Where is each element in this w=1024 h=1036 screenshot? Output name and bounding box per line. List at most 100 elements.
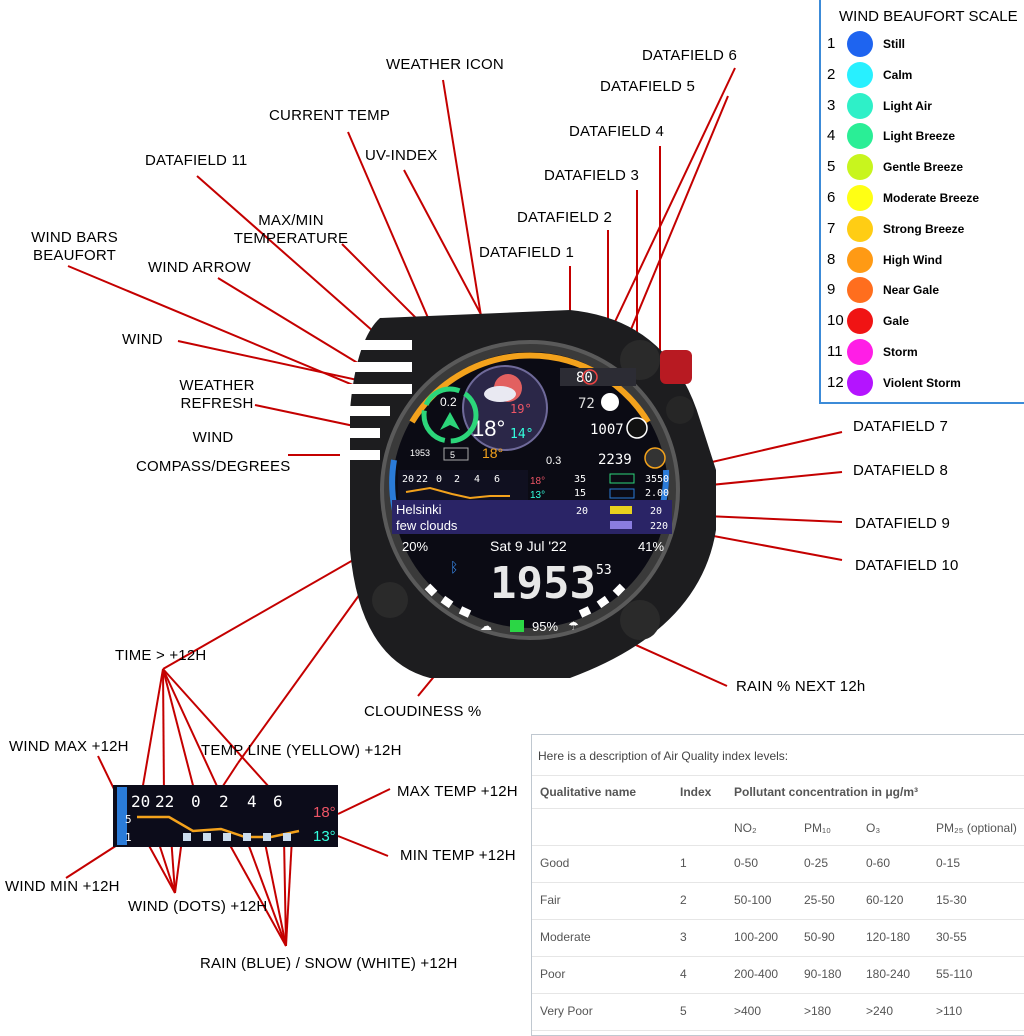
aqi-row-value: 50-90: [804, 930, 835, 944]
aqi-row-value: 0-60: [866, 856, 891, 870]
label-datafield-4: DATAFIELD 4: [569, 123, 664, 140]
beaufort-name: Gale: [883, 314, 910, 329]
forecast-hour: 0: [436, 474, 442, 485]
label-wind: WIND: [122, 331, 163, 348]
beaufort-color-dot: [847, 369, 873, 396]
forecast-min: 13°: [530, 490, 545, 501]
aqi-row-name: Very Poor: [540, 1004, 593, 1018]
wind-degrees: 5: [450, 450, 455, 460]
beaufort-color-dot: [847, 61, 873, 88]
beaufort-number: 2: [827, 65, 836, 83]
aqi-heading: Here is a description of Air Quality ind…: [538, 749, 789, 763]
case-slot: [340, 428, 380, 438]
datafield-1: 80: [576, 370, 593, 386]
label-wind-bars-line2: BEAUFORT: [32, 247, 116, 264]
datafield-3: 1007: [590, 422, 624, 438]
beaufort-row: 11 Storm: [827, 338, 1024, 366]
aqi-row-index: 4: [680, 967, 687, 981]
beaufort-row: 2 Calm: [827, 61, 1024, 89]
beaufort-number: 4: [827, 127, 836, 145]
sun-icon: [644, 447, 666, 469]
mid-field: 20: [576, 506, 588, 517]
zoom-rain-bars: [183, 833, 291, 841]
zoom-hour: 20: [131, 792, 150, 811]
beaufort-color-dot: [847, 123, 873, 150]
weather-refresh: 1953: [410, 448, 430, 458]
aqi-divider: [532, 845, 1024, 846]
label-datafield-3: DATAFIELD 3: [544, 167, 639, 184]
label-weather-refresh-line2: REFRESH: [180, 395, 254, 412]
case-slot: [340, 450, 380, 460]
aqi-row-name: Poor: [540, 967, 566, 981]
datafield-8: 2.00: [645, 488, 669, 499]
label-cloudiness: CLOUDINESS %: [364, 703, 482, 720]
aqi-row-index: 2: [680, 893, 687, 907]
datafield-4: 2239: [598, 452, 632, 468]
beaufort-color-dot: [847, 154, 873, 181]
label-current-temp: CURRENT TEMP: [269, 107, 391, 124]
aqi-divider: [532, 1030, 1024, 1031]
cloud-icon: ☁: [480, 619, 492, 633]
watch-button: [620, 600, 660, 640]
aqi-subheader: PM₂₅ (optional): [936, 821, 1017, 835]
forecast-hour: 6: [494, 474, 500, 485]
aqi-row-name: Fair: [540, 893, 561, 907]
case-slot: [340, 384, 412, 394]
label-wind-arrow: WIND ARROW: [148, 259, 251, 276]
cloud-pct: 20%: [402, 539, 428, 554]
label-datafield-1: DATAFIELD 1: [479, 244, 574, 261]
condition: few clouds: [396, 518, 458, 533]
aqi-row-value: >180: [804, 1004, 832, 1018]
label-rain-snow: RAIN (BLUE) / SNOW (WHITE) +12H: [200, 955, 458, 972]
zoom-max-temp: 18°: [313, 804, 336, 821]
aqi-row-index: 3: [680, 930, 687, 944]
case-slot: [340, 406, 390, 416]
forecast-max: 18°: [530, 476, 545, 487]
datafield-9: 20: [650, 506, 662, 517]
label-max-min-line1: MAX/MIN: [258, 212, 324, 229]
forecast-hour: 4: [474, 474, 480, 485]
aqi-divider: [532, 808, 1024, 809]
beaufort-color-dot: [847, 92, 873, 119]
aqi-divider: [532, 919, 1024, 920]
rain-pct: 41%: [638, 539, 664, 554]
case-slot: [340, 362, 412, 372]
label-wind-max: WIND MAX +12H: [9, 738, 129, 755]
aqi-row-value: 55-110: [936, 967, 973, 981]
beaufort-color-dot: [847, 215, 873, 242]
beaufort-number: 12: [827, 373, 844, 391]
city: Helsinki: [396, 502, 442, 517]
aqi-divider: [532, 882, 1024, 883]
aqi-divider: [532, 956, 1024, 957]
aqi-row-value: 60-120: [866, 893, 904, 907]
beaufort-number: 8: [827, 250, 836, 268]
battery: 95%: [532, 619, 558, 634]
beaufort-number: 7: [827, 219, 836, 237]
label-wind-bars-line1: WIND BARS: [31, 229, 118, 246]
aqi-divider: [532, 993, 1024, 994]
label-weather-icon: WEATHER ICON: [386, 56, 504, 73]
watch-button: [372, 582, 408, 618]
zoom-wind-max: 5: [125, 813, 132, 826]
beaufort-name: Calm: [883, 67, 913, 82]
label-datafield-11: DATAFIELD 11: [145, 152, 248, 169]
beaufort-number: 5: [827, 158, 836, 176]
aqi-row-value: 30-55: [936, 930, 967, 944]
beaufort-number: 11: [827, 343, 843, 360]
rain-ticks: [424, 583, 626, 618]
aqi-row-value: 120-180: [866, 930, 911, 944]
beaufort-color-dot: [847, 277, 873, 304]
aqi-col-conc: Pollutant concentration in μg/m³: [734, 785, 919, 799]
seconds: 53: [596, 563, 612, 578]
aqi-row-name: Good: [540, 856, 570, 870]
mid-field: 15: [574, 488, 586, 499]
beaufort-name: Storm: [883, 345, 918, 359]
beaufort-name: Light Breeze: [883, 129, 956, 144]
aqi-subheader: O₃: [866, 821, 881, 835]
